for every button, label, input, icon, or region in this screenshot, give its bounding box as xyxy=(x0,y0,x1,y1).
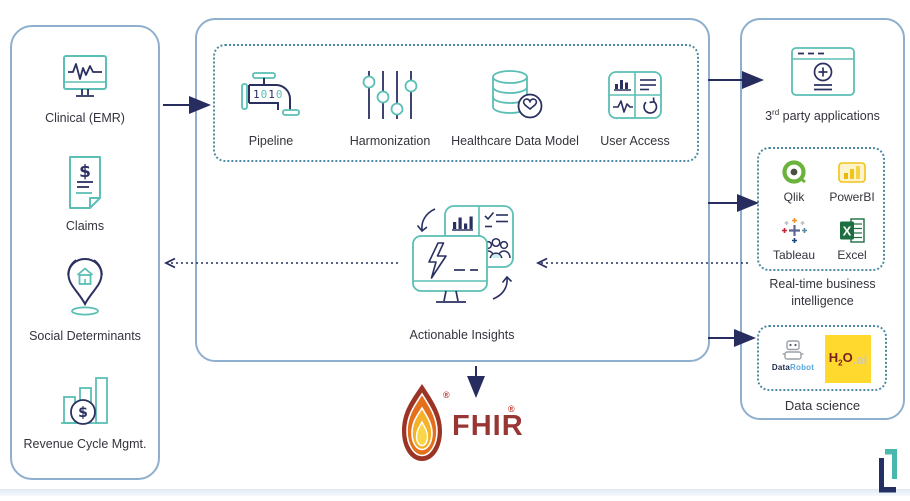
platform-item-pipeline: 1010 Pipeline xyxy=(225,64,317,149)
bi-tool-qlik: Qlik xyxy=(763,159,825,205)
platform-item-harmonization: Harmonization xyxy=(335,64,445,149)
powerbi-logo-icon xyxy=(838,162,866,183)
database-heart-icon xyxy=(492,70,543,119)
platform-item-label: User Access xyxy=(600,134,670,148)
data-sources-panel: Clinical (EMR) $ Claims xyxy=(10,25,160,480)
fhir-wordmark: FHIR xyxy=(452,410,524,442)
bi-tool-tableau: Tableau xyxy=(763,217,825,263)
fhir-flame-registered-mark: ® xyxy=(443,390,450,400)
datarobot-robot-icon xyxy=(782,340,804,360)
bi-tool-label: Tableau xyxy=(772,248,816,262)
platform-item-label: Healthcare Data Model xyxy=(451,134,579,148)
pipeline-faucet-icon: 1010 xyxy=(241,72,300,116)
fhir-text-registered-mark: ® xyxy=(508,404,515,414)
platform-item-label: Pipeline xyxy=(248,134,294,148)
source-claims: $ Claims xyxy=(12,155,158,234)
source-label: Claims xyxy=(65,219,105,233)
source-revenue-cycle: $ Revenue Cycle Mgmt. xyxy=(12,371,158,452)
bi-tool-label: PowerBI xyxy=(829,190,875,204)
ecg-monitor-icon xyxy=(63,55,107,97)
corner-brand-logo xyxy=(879,449,897,493)
source-label: Clinical (EMR) xyxy=(45,111,125,125)
h2o-wordmark: H2O xyxy=(828,350,853,368)
bottom-edge-strip xyxy=(0,489,910,496)
user-access-grid-icon xyxy=(608,71,662,119)
dotted-arrowhead-left xyxy=(163,257,176,269)
h2o-ai-logo: H2O.ai xyxy=(825,335,871,383)
bi-tool-label: Excel xyxy=(837,248,867,262)
bi-tools-box: Qlik PowerBI xyxy=(757,147,885,271)
bi-tool-powerbi: PowerBI xyxy=(821,159,883,205)
qlik-logo-icon xyxy=(781,160,806,184)
platform-item-user-access: User Access xyxy=(585,64,685,149)
platform-item-label: Harmonization xyxy=(349,134,431,148)
bi-title: Real-time business intelligence xyxy=(769,277,876,308)
actionable-insights-label: Actionable Insights xyxy=(409,328,515,342)
tableau-logo-icon xyxy=(781,218,807,243)
svg-text:X: X xyxy=(842,224,851,239)
source-clinical-emr: Clinical (EMR) xyxy=(12,53,158,126)
outputs-panel: 3rd party applications Qlik xyxy=(740,18,905,420)
browser-plus-icon xyxy=(790,47,855,96)
data-science-box: DataRobot H2O.ai xyxy=(757,325,887,391)
revenue-bars-icon: $ xyxy=(61,377,108,425)
bi-tool-excel: X Excel xyxy=(821,217,883,263)
third-party-applications: 3rd party applications xyxy=(742,42,903,123)
platform-panel: 1010 Pipeline xyxy=(195,18,710,362)
datarobot-wordmark: DataRobot xyxy=(771,363,815,372)
pipeline-dotted-box: 1010 Pipeline xyxy=(213,44,699,162)
third-party-label: 3rd party applications xyxy=(765,108,880,124)
svg-text:$: $ xyxy=(79,162,91,182)
excel-logo-icon: X xyxy=(839,218,865,243)
claims-document-icon: $ xyxy=(69,156,101,209)
source-label: Social Determinants xyxy=(29,329,141,343)
map-pin-house-icon xyxy=(67,257,103,316)
svg-text:$: $ xyxy=(78,405,88,421)
actionable-insights-icon xyxy=(412,205,514,303)
source-label: Revenue Cycle Mgmt. xyxy=(23,437,147,451)
bi-tool-label: Qlik xyxy=(783,190,805,204)
source-social-determinants: Social Determinants xyxy=(12,251,158,344)
platform-item-healthcare-data-model: Healthcare Data Model xyxy=(449,64,581,149)
harmonization-sliders-icon xyxy=(362,71,418,119)
fhir-flame-icon xyxy=(402,384,442,461)
svg-text:1010: 1010 xyxy=(253,88,284,101)
data-science-title: Data science xyxy=(784,398,861,413)
datarobot-logo: DataRobot xyxy=(765,339,821,372)
